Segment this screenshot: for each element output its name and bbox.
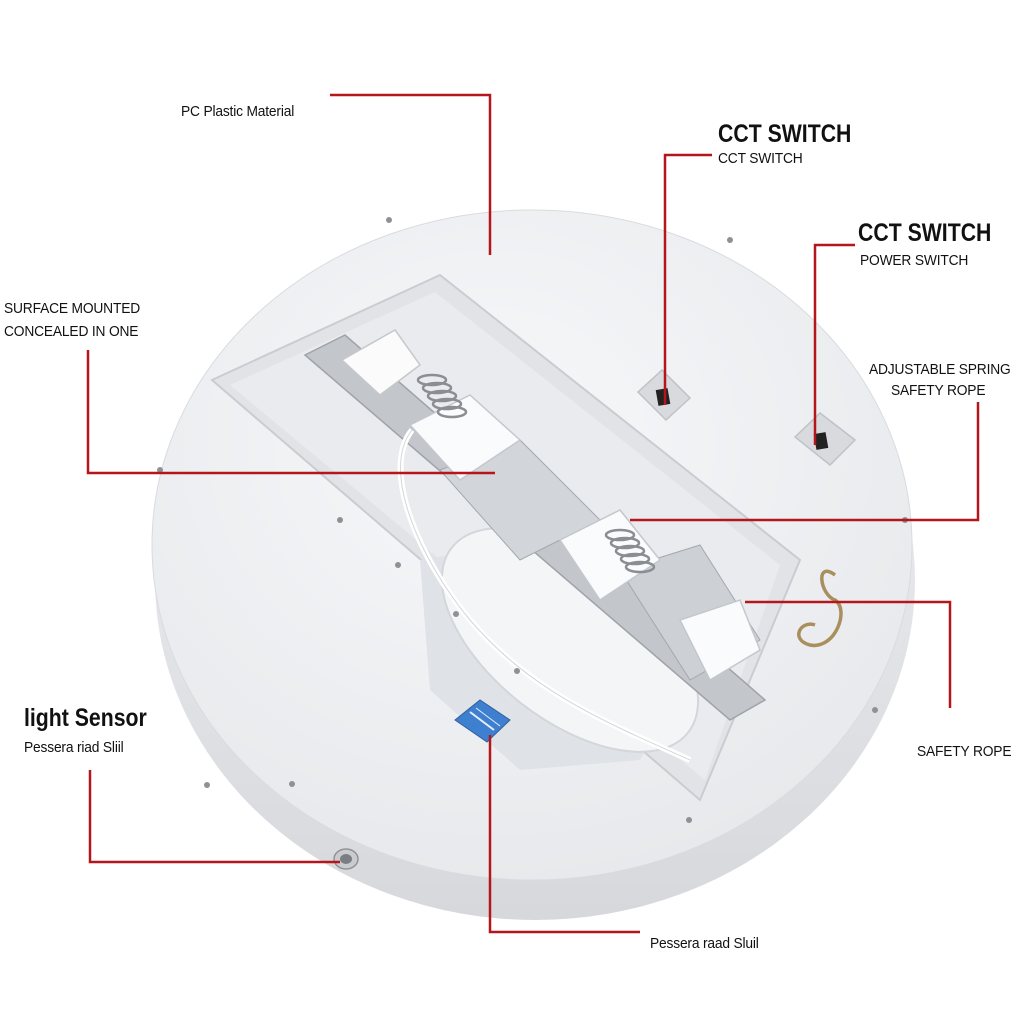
label-pc-plastic: PC Plastic Material (181, 103, 295, 120)
label-light-sensor-sub: Pessera riad Sliil (24, 739, 124, 756)
leader-light-sensor (88, 770, 340, 864)
safety-hook (797, 569, 843, 647)
spring-clip-upper (340, 329, 522, 481)
label-cct-switch-title-2: CCT SWITCH (858, 219, 992, 247)
power-switch[interactable] (793, 412, 857, 467)
leader-bottom (488, 735, 640, 934)
leader-cct-switch (663, 153, 712, 405)
label-cct-switch-sub: CCT SWITCH (718, 150, 803, 167)
leader-pc-plastic (330, 93, 492, 255)
spring-lower (604, 528, 656, 574)
label-adjustable-spring-2: SAFETY ROPE (891, 382, 986, 399)
label-light-sensor-title: light Sensor (24, 704, 147, 732)
label-adjustable-spring-1: ADJUSTABLE SPRING (869, 361, 1011, 378)
label-surface-mounted-2: CONCEALED IN ONE (4, 323, 139, 340)
leader-safety-rope (745, 600, 952, 708)
screw-holes (157, 217, 908, 823)
label-cct-switch-title: CCT SWITCH (718, 120, 852, 148)
label-safety-rope: SAFETY ROPE (917, 743, 1012, 760)
leader-lines (86, 93, 980, 934)
dip-switch[interactable] (454, 699, 511, 743)
label-surface-mounted-1: SURFACE MOUNTED (4, 300, 141, 317)
leader-surface-mounted (86, 350, 495, 475)
spring-upper (416, 373, 468, 419)
leader-adjustable-spring (630, 402, 980, 522)
label-power-switch: POWER SWITCH (860, 252, 969, 269)
power-cable-outline (400, 429, 691, 761)
light-sensor (333, 848, 359, 870)
leader-power-switch (813, 243, 855, 445)
spring-clip-lower (558, 509, 761, 682)
label-bottom: Pessera raad Sluil (650, 935, 759, 952)
